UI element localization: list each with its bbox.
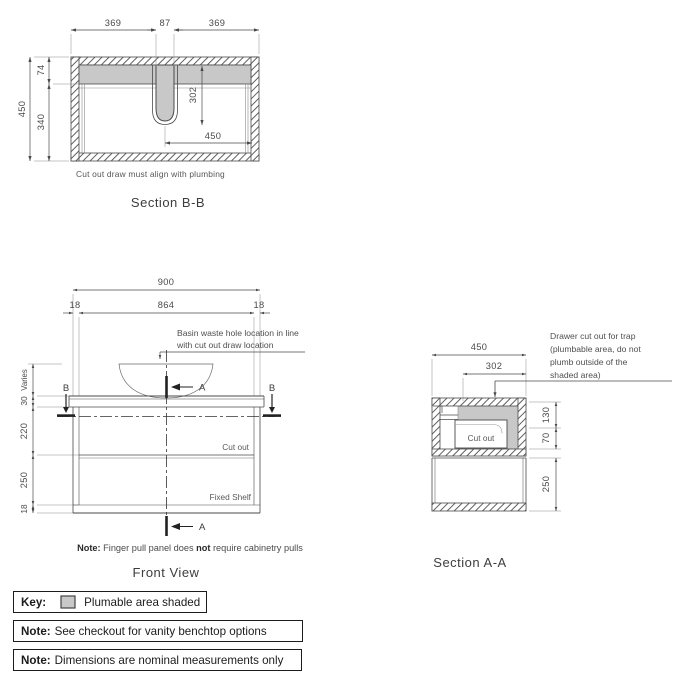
aa-dim-mid: 70 [541,433,551,444]
fv-dimension-lines [31,288,270,514]
note-box-dimensions: Note: Dimensions are nominal measurement… [13,649,302,671]
fv-dim-drawer: 220 [19,423,29,439]
aa-dim-top: 130 [541,407,551,423]
bb-dim-top-mid: 87 [160,18,171,28]
aa-dim-width: 450 [471,342,487,352]
bb-cabinet-walls [70,56,260,162]
aa-dim-bottom: 250 [541,476,551,492]
bb-dim-trap-depth: 302 [188,87,198,103]
fv-annotation-line1: Basin waste hole location in line [177,328,299,338]
bb-dim-left-outer: 450 [17,101,27,117]
bb-extension-lines [34,34,260,162]
fv-dim-shelf: 250 [19,472,29,488]
bb-dim-left-bottom: 340 [36,114,46,130]
fv-extension-lines [28,294,261,514]
svg-text:B: B [269,383,275,394]
fv-dim-bottom-panel: 18 [19,504,29,514]
aa-title: Section A-A [433,555,506,570]
bb-title: Section B-B [131,195,205,210]
note-box-benchtop: Note: See checkout for vanity benchtop o… [13,620,303,642]
bb-dimension-lines [28,28,260,162]
fv-label-fixed-shelf: Fixed Shelf [209,492,251,502]
aa-drawer-detail [433,405,458,420]
fv-marker-a-top: A [165,376,206,398]
fv-dim-right-panel: 18 [254,300,265,310]
aa-walls [431,397,527,457]
aa-cutout-corner [455,424,503,434]
fv-annotation-leader [158,351,305,360]
fv-title: Front View [133,565,200,580]
key-label: Key: [21,595,47,609]
note-text: Dimensions are nominal measurements only [54,653,284,667]
aa-annotation-line2: (plumbable area, do not [550,344,641,354]
bb-dim-top-right: 369 [209,18,225,28]
aa-annotation-line3: plumb outside of the [550,357,628,367]
fv-label-cut-out: Cut out [222,442,249,452]
section-aa-drawing: Cut out 450 302 130 70 250 [431,331,672,570]
svg-text:A: A [199,383,206,394]
fv-dim-benchtop: 30 [19,396,29,406]
aa-dim-cutout-width: 302 [486,361,502,371]
note-label: Note: [21,653,51,667]
bb-trap-outline [152,65,178,125]
bb-caption: Cut out draw must align with plumbing [76,169,225,179]
aa-annotation-leader [493,380,672,398]
bb-trap-channel [155,64,175,122]
fv-dim-inner-width: 864 [158,300,174,310]
bb-dim-left-top: 74 [36,65,46,76]
svg-text:B: B [63,383,69,394]
fv-marker-a-bottom: A [165,516,206,536]
aa-lower-box [431,457,527,512]
aa-annotation-line4: shaded area) [550,370,601,380]
fv-dim-width: 900 [158,277,174,287]
note-label: Note: [21,624,51,638]
bb-dim-top-left: 369 [105,18,121,28]
shaded-area-swatch [60,595,76,609]
aa-label-cut-out: Cut out [468,433,495,443]
key-text: Plumable area shaded [84,595,201,609]
fv-dim-left-panel: 18 [70,300,81,310]
fv-note: Note: Finger pull panel does not require… [77,543,303,553]
fv-marker-b-left: B [57,383,75,417]
bb-dim-trap-offset: 450 [205,131,221,141]
aa-annotation-line1: Drawer cut out for trap [550,331,636,341]
aa-dimension-lines [431,353,558,512]
svg-text:A: A [199,522,206,533]
front-view-drawing: 900 18 864 18 Varies 30 220 250 18 Basin… [19,277,305,580]
key-box: Key: Plumable area shaded [13,591,207,613]
note-text: See checkout for vanity benchtop options [54,624,267,638]
fv-dim-varies: Varies [20,369,29,391]
fv-marker-b-right: B [263,383,281,417]
fv-annotation-line2: with cut out draw location [176,340,274,350]
section-bb-drawing: 369 87 369 450 74 340 302 450 Cut out dr… [17,18,260,210]
